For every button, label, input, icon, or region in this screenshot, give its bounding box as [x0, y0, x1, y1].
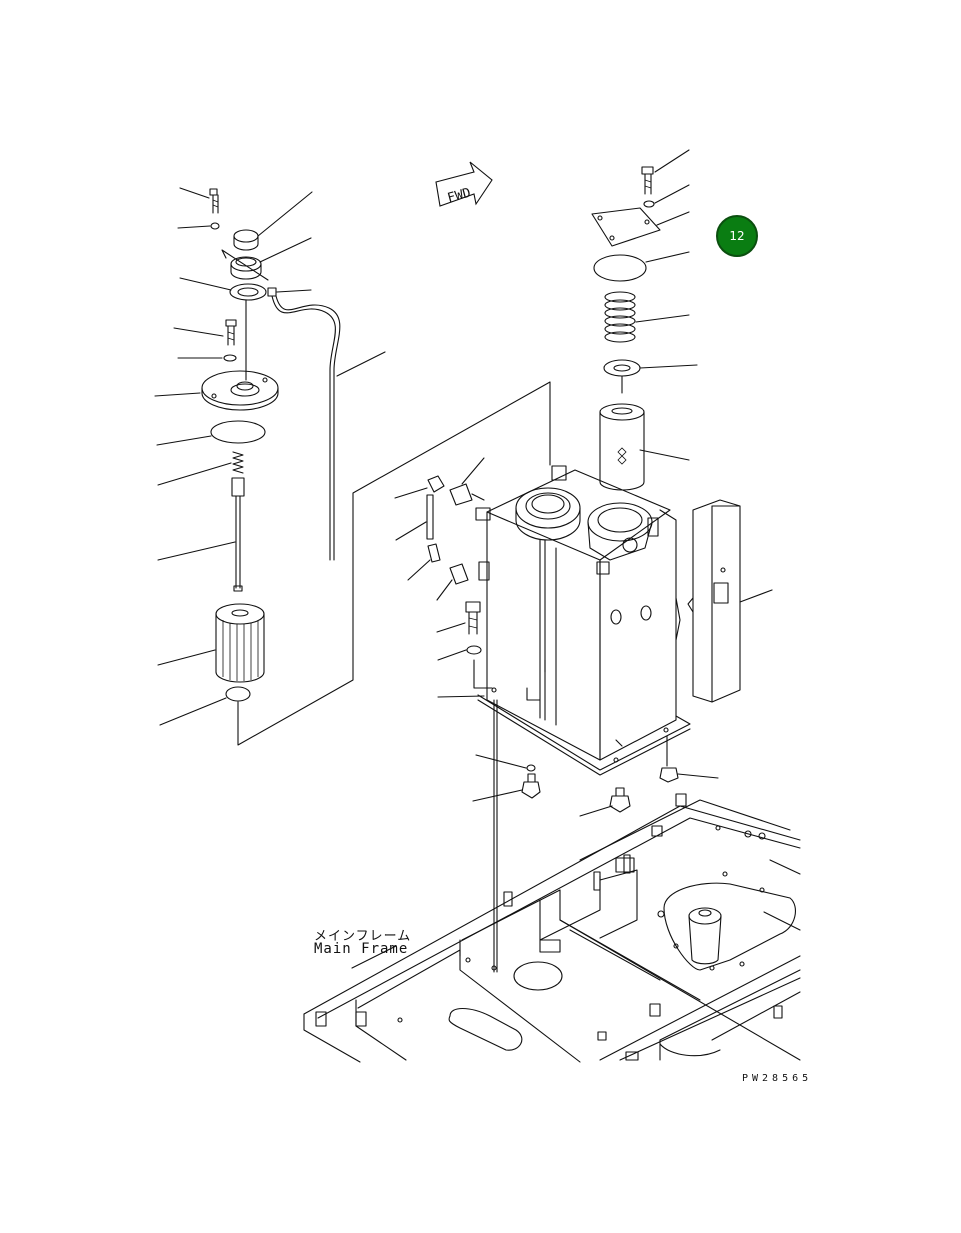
drawing-number: PW28565	[742, 1073, 813, 1084]
reference-badge-12[interactable]: 12	[716, 215, 758, 257]
left-filter-assembly	[154, 187, 551, 746]
fwd-label: FWD	[446, 186, 473, 207]
fwd-arrow-icon: FWD	[435, 161, 493, 207]
hose-fittings	[394, 457, 493, 689]
main-frame	[303, 793, 801, 1063]
side-cover-plate	[675, 499, 773, 703]
mounting-hardware	[472, 735, 719, 817]
hydraulic-tank	[437, 465, 691, 973]
main-frame-label-en: Main Frame	[314, 941, 409, 957]
main-frame-label-jp: メインフレーム	[314, 929, 412, 944]
right-filter-assembly	[591, 149, 698, 491]
